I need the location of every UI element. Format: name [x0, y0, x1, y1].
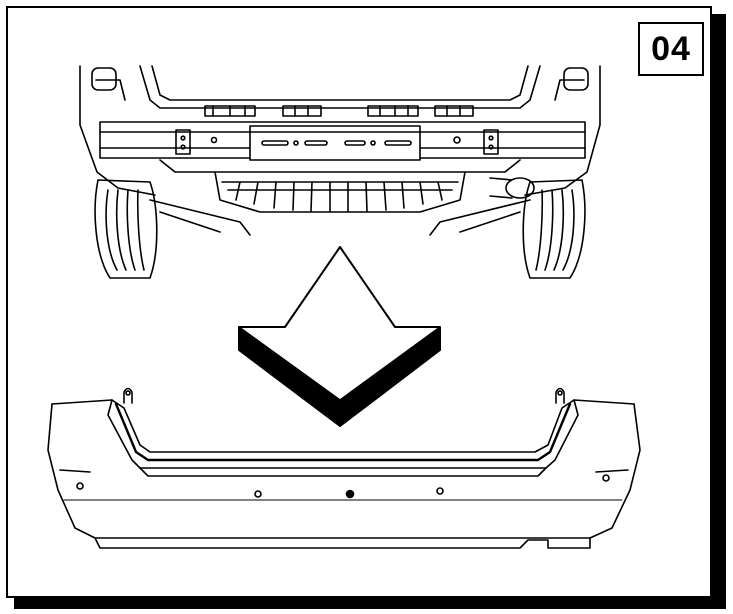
left-rear-wheel: [94, 179, 158, 279]
exhaust-tip: [489, 177, 535, 199]
mounting-clips: [204, 105, 474, 117]
step-number-badge: 04: [638, 22, 704, 76]
down-arrow-icon: [238, 246, 441, 427]
right-rear-wheel: [522, 179, 586, 279]
rear-cross-beam: [99, 121, 586, 161]
vehicle-rear-undercarriage: [79, 65, 601, 279]
spare-tire: [214, 171, 466, 213]
rear-bumper-cover: [47, 387, 641, 549]
